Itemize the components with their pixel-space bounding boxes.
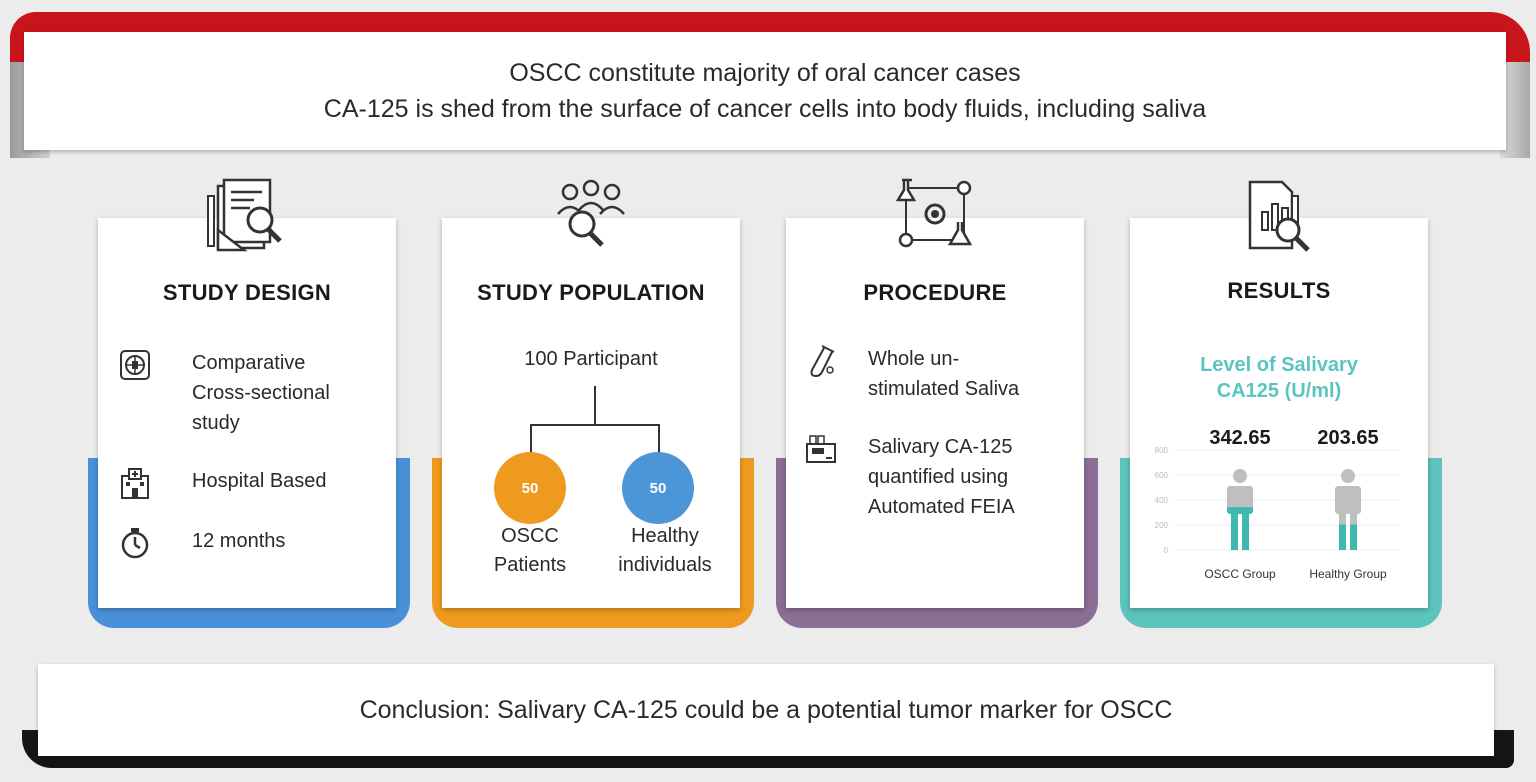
bar-fill-0	[1227, 507, 1253, 550]
people-search-icon	[557, 179, 625, 247]
procedure-saliva-line-2: stimulated Saliva	[868, 378, 1020, 400]
results-card: RESULTS Level of Salivary CA125 (U/ml) 0…	[1120, 180, 1442, 630]
test-tube-icon	[810, 345, 835, 378]
y-tick-label-400: 400	[1155, 496, 1169, 505]
study-design-title: STUDY DESIGN	[162, 280, 332, 305]
procedure-card: PROCEDURE Whole un- stimulated Saliva	[776, 178, 1098, 630]
oscc-label: OSCC Patients	[493, 525, 567, 576]
study-population-panel: STUDY POPULATION 100 Participant 50 50 O…	[442, 179, 740, 608]
hospital-icon	[121, 468, 149, 499]
conclusion-card: Conclusion: Salivary CA-125 could be a p…	[38, 664, 1494, 756]
design-setting-text: Hospital Based	[192, 470, 327, 492]
study-design-card: STUDY DESIGN Comparative Cross-sectional…	[88, 178, 410, 630]
design-item-setting: Hospital Based	[118, 466, 327, 500]
study-design-panel: STUDY DESIGN Comparative Cross-sectional…	[98, 178, 396, 608]
person-figure-1	[1335, 469, 1361, 550]
design-type-line-2: Cross-sectional	[192, 382, 330, 404]
study-population-card: STUDY POPULATION 100 Participant 50 50 O…	[432, 179, 754, 630]
results-panel: RESULTS Level of Salivary CA125 (U/ml) 0…	[1130, 180, 1428, 608]
design-item-duration: 12 months	[118, 526, 285, 560]
y-tick-label-600: 600	[1155, 471, 1169, 480]
oscc-count-circle: 50	[494, 452, 566, 524]
procedure-item-saliva: Whole un- stimulated Saliva	[804, 344, 1019, 404]
healthy-label: Healthy individuals	[618, 525, 712, 576]
clipboard-search-icon	[207, 178, 282, 252]
header-line-2: CA-125 is shed from the surface of cance…	[323, 95, 1207, 123]
procedure-title: PROCEDURE	[863, 280, 1007, 305]
tree-leg-right	[658, 424, 660, 454]
person-figure-body-1	[1335, 469, 1361, 550]
value-label-0: 342.65	[1209, 427, 1270, 449]
report-chart-search-icon	[1248, 180, 1310, 252]
conclusion-text: Conclusion: Salivary CA-125 could be a p…	[359, 695, 1173, 724]
analyzer-machine-icon	[806, 435, 836, 463]
conclusion-banner: Conclusion: Salivary CA-125 could be a p…	[22, 660, 1514, 772]
tree-leg-left	[530, 424, 532, 454]
procedure-saliva-line-1: Whole un-	[868, 348, 960, 370]
design-item-type: Comparative Cross-sectional study	[118, 348, 330, 438]
category-label-1: Healthy Group	[1309, 567, 1387, 581]
stopwatch-icon	[121, 528, 149, 559]
value-label-1: 203.65	[1317, 427, 1378, 449]
tree-branch	[530, 424, 660, 426]
header-banner: OSCC constitute majority of oral cancer …	[10, 12, 1530, 158]
results-title: RESULTS	[1227, 278, 1331, 303]
bar-fill-1	[1335, 524, 1361, 550]
healthy-count-circle: 50	[622, 452, 694, 524]
tree-stem	[594, 386, 596, 424]
chart-title: Level of Salivary CA125 (U/ml)	[1200, 354, 1358, 402]
header-line-1: OSCC constitute majority of oral cancer …	[509, 59, 1021, 87]
procedure-panel: PROCEDURE Whole un- stimulated Saliva	[786, 178, 1084, 608]
lab-process-icon	[895, 178, 973, 248]
y-tick-label-0: 0	[1164, 546, 1169, 555]
procedure-assay-line-2: quantified using	[868, 466, 1009, 488]
design-duration-text: 12 months	[192, 530, 286, 552]
header-card: OSCC constitute majority of oral cancer …	[24, 32, 1506, 150]
person-figure-0	[1227, 469, 1253, 550]
population-total: 100 Participant	[524, 348, 658, 370]
procedure-assay-line-1: Salivary CA-125	[868, 436, 1013, 458]
y-tick-label-800: 800	[1155, 446, 1169, 455]
study-population-title: STUDY POPULATION	[477, 280, 705, 305]
design-type-line-1: Comparative	[192, 352, 306, 374]
design-type-line-3: study	[192, 412, 240, 434]
procedure-item-assay: Salivary CA-125 quantified using Automat…	[804, 432, 1015, 522]
category-label-0: OSCC Group	[1204, 567, 1276, 581]
y-tick-label-200: 200	[1155, 521, 1169, 530]
procedure-assay-line-3: Automated FEIA	[868, 496, 1015, 518]
medical-globe-icon	[120, 350, 150, 380]
